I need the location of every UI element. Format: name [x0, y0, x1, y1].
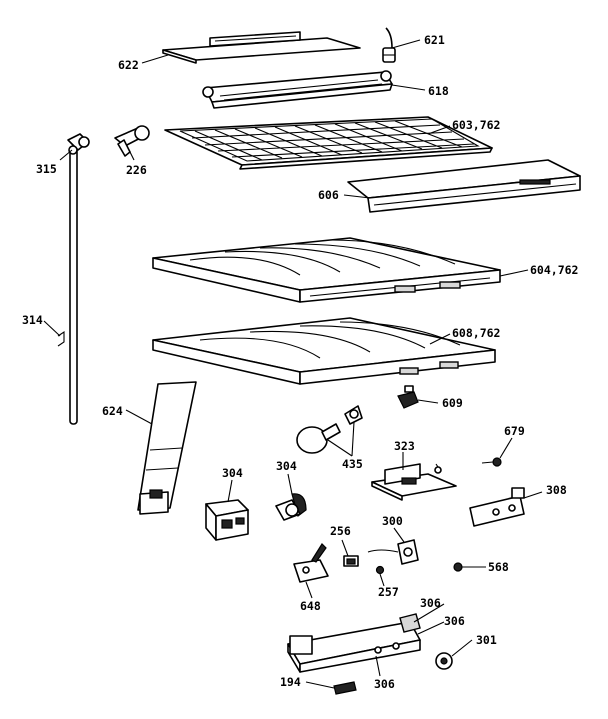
callout-306-bottom: 306 [374, 677, 395, 691]
callout-618: 618 [428, 84, 449, 98]
part-315-314-rod [57, 133, 90, 425]
part-301-knob [435, 652, 453, 670]
part-604-tray [152, 237, 501, 303]
part-304-block-left [205, 499, 249, 541]
part-308-bracket [469, 487, 525, 527]
part-608-tray [152, 317, 496, 385]
part-603-wire-shelf [164, 116, 493, 170]
callout-679: 679 [504, 424, 525, 438]
callout-648: 648 [300, 599, 321, 613]
callout-435: 435 [342, 457, 363, 471]
part-621-bulb-holder [382, 27, 396, 63]
callout-301: 301 [476, 633, 497, 647]
part-257-screw [375, 565, 385, 575]
part-679-screw [481, 457, 502, 467]
callout-304-right: 304 [276, 459, 297, 473]
callout-603-762: 603,762 [452, 118, 500, 132]
callout-315: 315 [36, 162, 57, 176]
callout-308: 308 [546, 483, 567, 497]
callout-568: 568 [488, 560, 509, 574]
part-624-panel [137, 381, 197, 515]
callout-608-762: 608,762 [452, 326, 500, 340]
part-609-clip [397, 385, 419, 409]
callout-226: 226 [126, 163, 147, 177]
callout-256: 256 [330, 524, 351, 538]
part-306-housing [287, 613, 421, 673]
callout-606: 606 [318, 188, 339, 202]
callout-323: 323 [394, 439, 415, 453]
callout-609: 609 [442, 396, 463, 410]
callout-621: 621 [424, 33, 445, 47]
part-256 [343, 555, 359, 567]
part-648-bracket [293, 543, 329, 583]
callout-306-top: 306 [420, 596, 441, 610]
callout-306-middle: 306 [444, 614, 465, 628]
part-606-crisper-bar [347, 159, 581, 213]
part-304-knob [275, 493, 307, 521]
leader-lines [43, 39, 543, 689]
callout-314: 314 [22, 313, 43, 327]
part-300-control [367, 539, 419, 565]
callout-604-762: 604,762 [530, 263, 578, 277]
callout-624: 624 [102, 404, 123, 418]
part-622-cover [162, 31, 361, 64]
callout-257: 257 [378, 585, 399, 599]
part-226-bracket [114, 125, 150, 157]
part-323-bracket [371, 463, 457, 501]
callout-300: 300 [382, 514, 403, 528]
callout-304-left: 304 [222, 466, 243, 480]
part-568-screw [453, 562, 463, 572]
callout-622: 622 [118, 58, 139, 72]
callout-labels: 622 621 618 603,762 315 226 606 604,762 … [22, 33, 578, 691]
part-194-plate [333, 681, 357, 695]
part-618-light-housing [202, 70, 393, 109]
callout-194: 194 [280, 675, 301, 689]
part-435-bulb [296, 405, 363, 454]
